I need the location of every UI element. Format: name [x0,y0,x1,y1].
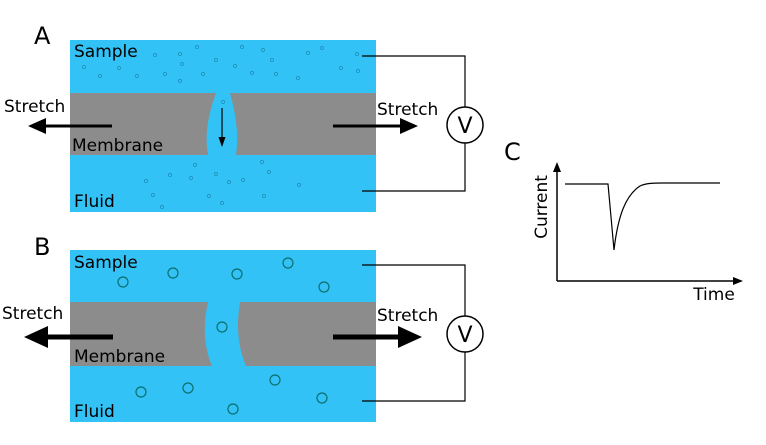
panel-a-stretch-right-label: Stretch [377,100,438,120]
particle [261,48,265,52]
panel-a-circuit-wire-top [362,55,466,107]
current-axis-arrowhead [553,162,561,172]
particle [214,58,218,62]
particle [178,79,182,83]
panel-a: A [4,22,484,212]
panel-b-membrane-label: Membrane [74,347,165,367]
panel-c: C Current Time [504,138,743,305]
particle [144,179,148,183]
particle [274,72,278,76]
particle [135,74,139,78]
panel-a-sample-label: Sample [74,42,138,62]
panel-a-voltmeter [446,106,484,144]
panel-b-voltmeter [446,315,484,353]
particle [163,72,167,76]
panel-a-stretch-left-label: Stretch [4,97,65,117]
particle [98,74,102,78]
particle [220,201,224,205]
particle [221,100,225,104]
particle [180,62,184,66]
particle [306,51,310,55]
panel-b-voltmeter-label: V [457,323,472,348]
panel-b-membrane-left [70,302,212,366]
particle [182,382,194,394]
panel-a-voltmeter-label: V [457,114,472,139]
particle [216,321,228,333]
particle [318,281,330,293]
particle [282,257,294,269]
panel-a-stretch-right-arrow-head [400,118,418,134]
panel-a-membrane-label: Membrane [72,136,163,156]
time-axis-arrowhead [733,277,743,285]
particle [267,170,271,174]
panel-b-circuit-wire-top [362,264,466,316]
panel-b: B Sample Membrane Fluid Stretch Stretch [2,233,484,422]
particle [153,53,157,57]
particle [195,45,199,49]
particle [262,194,266,198]
particle [269,374,281,386]
time-axis-label: Time [692,285,735,305]
particle [117,66,121,70]
particle [241,178,245,182]
particle [117,276,129,288]
panel-a-stretch-left-arrow-head [28,118,46,134]
panel-b-membrane-right [238,302,376,366]
particle [193,163,197,167]
panel-a-membrane-left [70,93,216,155]
current-axis-label: Current [532,175,552,239]
panel-b-particles [117,257,330,415]
particle [355,52,359,56]
particle [178,52,182,56]
particle [231,268,243,280]
panel-a-letter: A [34,22,51,50]
particle [207,194,211,198]
panel-a-fluid-label: Fluid [74,192,115,212]
panel-b-sample-label: Sample [74,253,138,273]
particle [189,176,193,180]
panel-b-letter: B [34,233,50,261]
panel-c-letter: C [504,138,521,166]
panel-a-particles [82,45,360,209]
particle [260,160,264,164]
particle [201,72,205,76]
panel-a-membrane-right [230,93,376,155]
particle [296,76,300,80]
particle [151,193,155,197]
particle [82,65,86,69]
particle [270,58,274,62]
particle [227,403,239,415]
current-trace [565,182,720,251]
particle [240,45,244,49]
panel-a-circuit-wire-bottom [362,143,466,192]
particle [233,64,237,68]
panel-b-stretch-right-arrow-head [398,326,422,348]
particle [160,205,164,209]
panel-b-stretch-right-label: Stretch [377,306,438,326]
particle [297,183,301,187]
particle [135,386,147,398]
particle [168,173,172,177]
panel-b-circuit-wire-bottom [362,352,466,402]
panel-b-stretch-left-label: Stretch [2,304,63,324]
particle [250,71,254,75]
particle [339,66,343,70]
particle [356,69,360,73]
particle [214,172,218,176]
particle [320,46,324,50]
panel-b-stretch-left-arrow-head [24,326,48,348]
panel-b-fluid-label: Fluid [74,402,115,422]
particle [316,392,328,404]
panel-a-translocation-arrow-head [218,137,226,147]
particle [167,267,179,279]
particle [227,180,231,184]
